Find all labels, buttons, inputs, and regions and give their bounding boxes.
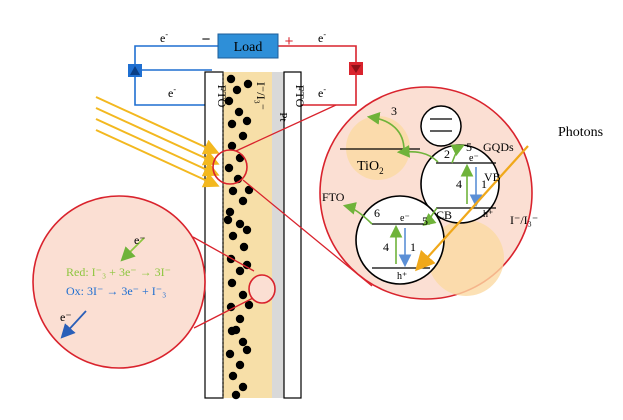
tio2-particle [234, 107, 244, 117]
tio2-particles [223, 74, 254, 400]
tio2-particle [231, 390, 241, 400]
fto-right-label: FTO [293, 85, 307, 108]
tio2-particle [225, 349, 235, 359]
fto-right-plate [283, 71, 302, 399]
red-reaction: Red: I⁻₃ + 3e⁻ → 3I⁻ [66, 265, 171, 279]
tio2-particle [228, 231, 238, 241]
wire-left-lower [134, 70, 212, 106]
tio2-particle [238, 337, 248, 347]
electron-top-right: e- [318, 30, 326, 45]
step-5-mid: 5 [422, 214, 428, 228]
cb-label: CB [436, 208, 452, 222]
tio2-particle [227, 278, 237, 288]
tio2-particle [227, 141, 237, 151]
step-2: 2 [444, 147, 450, 161]
ox-reaction: Ox: 3I⁻ → 3e⁻ + I⁻₃ [66, 284, 166, 298]
tio2-particle [226, 74, 236, 84]
pt-label: Pt [277, 112, 289, 121]
tio2-particle [244, 300, 254, 310]
external-circuit: Load − + e- e- e- e- [128, 30, 363, 106]
tio2-particle [235, 314, 245, 324]
electron-tio2: e⁻ [400, 213, 410, 224]
left-bg [32, 195, 206, 369]
load-label: Load [234, 40, 263, 55]
electrolyte-zoom-label: I⁻/I₃⁻ [510, 213, 538, 227]
tio2-particle [224, 96, 234, 106]
tio2-particle [225, 207, 235, 217]
diode-right-icon [349, 62, 363, 75]
hole-tio2: h⁺ [397, 271, 407, 282]
tio2-particle [235, 266, 245, 276]
tio2-particle [235, 219, 245, 229]
zoom-source-circle-top [212, 149, 248, 185]
plus-sign: + [285, 33, 294, 50]
tio2-particle [228, 186, 238, 196]
tio2-particle [228, 371, 238, 381]
electron-left: e- [168, 85, 176, 100]
tio2-particle [227, 119, 237, 129]
tio2-particle [232, 85, 242, 95]
hole-gqd: h⁺ [483, 209, 493, 220]
minus-sign: − [202, 31, 211, 48]
left-electron-out: e⁻ [60, 310, 72, 324]
step-3: 3 [391, 104, 397, 118]
tio2-particle [224, 163, 234, 173]
tio2-particle [226, 302, 236, 312]
zoom-right-callout: TiO2 GQDs FTO Photons I⁻/I₃⁻ VB CB e⁻ h⁺… [212, 86, 603, 300]
vb-label: VB [484, 170, 501, 184]
photons-label: Photons [558, 125, 603, 140]
pt-layer [272, 72, 284, 398]
step-4-gqd: 4 [456, 177, 462, 191]
tio2-particle [238, 290, 248, 300]
tio2-particle [231, 325, 241, 335]
zoom-source-circle-bottom [248, 274, 276, 304]
step-4-tio2: 4 [383, 240, 389, 254]
zoom-left-callout: e⁻ Red: I⁻₃ + 3e⁻ → 3I⁻ Ox: 3I⁻ → 3e⁻ + … [32, 195, 276, 369]
tio2-particle [244, 185, 254, 195]
blob-br [428, 220, 504, 296]
step-6: 6 [374, 206, 380, 220]
electron-right: e- [318, 85, 326, 100]
tio2-particle [238, 382, 248, 392]
tio2-particle [223, 215, 233, 225]
tio2-particle [242, 345, 252, 355]
fto-left-plate [204, 71, 224, 399]
fto-zoom-label: FTO [322, 190, 345, 204]
step-1-tio2: 1 [410, 240, 416, 254]
electrolyte-label: I⁻/I₃⁻ [254, 82, 268, 110]
load-box [217, 33, 279, 59]
tio2-particle [242, 225, 252, 235]
step-1-gqd: 1 [481, 177, 487, 191]
tio2-particle [243, 79, 253, 89]
electron-gqd: e⁻ [469, 153, 479, 164]
left-electron-in: e⁻ [134, 233, 146, 247]
tio2-particle [239, 242, 249, 252]
electron-top-left: e- [160, 30, 168, 45]
tio2-particle [242, 260, 252, 270]
wire-left [134, 45, 218, 71]
step-5-top: 5 [466, 140, 472, 154]
sunlight-rays [95, 96, 220, 188]
tio2-particle [235, 360, 245, 370]
wire-right [278, 45, 357, 106]
tio2-particle [238, 131, 248, 141]
tio2-particle [242, 116, 252, 126]
tio2-label: TiO2 [357, 159, 384, 176]
blob-tl [346, 116, 410, 180]
diode-left-icon [128, 64, 142, 77]
tio2-particle [238, 196, 248, 206]
gqds-label: GQDs [483, 140, 514, 154]
gqd-small-circle [420, 105, 462, 147]
